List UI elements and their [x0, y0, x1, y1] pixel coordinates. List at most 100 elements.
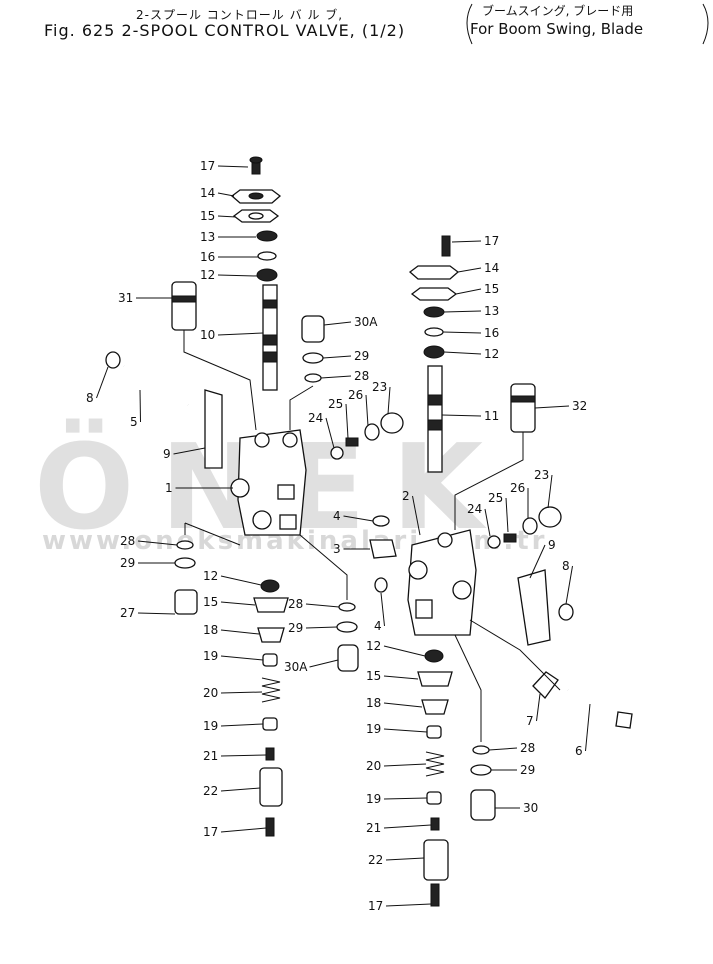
part-callout-5: 5	[130, 415, 138, 429]
part-callout-17: 17	[484, 234, 499, 248]
callout-leader-line	[220, 691, 263, 694]
part-callout-9: 9	[163, 447, 171, 461]
part-callout-7: 7	[526, 714, 534, 728]
bolt-17-top-right	[441, 235, 451, 257]
part-callout-24: 24	[308, 411, 323, 425]
callout-leader-line	[534, 405, 570, 409]
callout-leader-line	[451, 240, 482, 243]
gasket-3	[369, 539, 397, 559]
left-valve-assembly	[105, 156, 404, 837]
part-callout-20: 20	[203, 686, 218, 700]
callout-leader-line	[383, 645, 426, 657]
bolt-6-head	[615, 711, 633, 729]
port	[452, 580, 472, 600]
relief-valve-32	[510, 383, 536, 433]
callout-leader-line	[220, 575, 262, 586]
ring-28-lower	[338, 602, 356, 612]
bracket-9-left	[204, 389, 223, 469]
callout-leader-line	[529, 544, 546, 579]
bolt-21-left	[265, 747, 275, 761]
plug-30A-top	[301, 315, 325, 343]
seal-12-left	[256, 268, 278, 282]
callout-leader-line	[220, 787, 261, 792]
callout-leader-line	[383, 824, 432, 829]
spool-land	[262, 334, 278, 346]
callout-leader-line	[457, 267, 482, 273]
title-japanese: 2-スプール コントロール バ ル ブ,	[136, 8, 344, 22]
part-callout-19: 19	[366, 792, 381, 806]
callout-leader-line	[387, 386, 391, 415]
callout-leader-line	[220, 629, 260, 635]
flange-15-right-lower	[417, 671, 453, 687]
part-callout-12: 12	[366, 639, 381, 653]
part-callout-32: 32	[572, 399, 587, 413]
callout-leader-line	[380, 592, 385, 627]
spool-land	[427, 419, 443, 431]
callout-leader-line	[484, 508, 491, 537]
oring-26-right	[522, 517, 538, 535]
part-callout-8: 8	[562, 559, 570, 573]
part-callout-27: 27	[120, 606, 135, 620]
callout-leader-line	[217, 165, 249, 168]
part-callout-17: 17	[200, 159, 215, 173]
part-callout-18: 18	[203, 623, 218, 637]
callout-layer: 171415131612311030A292823262524859143428…	[86, 159, 591, 913]
callout-leader-line	[220, 754, 267, 757]
port	[282, 432, 298, 448]
part-callout-20: 20	[366, 759, 381, 773]
callout-leader-line	[585, 703, 591, 752]
part-callout-4: 4	[374, 619, 382, 633]
spring-20-left	[261, 677, 281, 703]
seal-12-right	[423, 345, 445, 359]
plate-15-right	[410, 287, 458, 301]
leader-line	[469, 619, 561, 691]
callout-leader-line	[383, 675, 419, 680]
flange-face	[277, 484, 295, 500]
callout-leader-line	[217, 274, 258, 277]
ring-16-left	[257, 251, 277, 261]
spool-land	[427, 394, 443, 406]
callout-leader-line	[383, 797, 428, 800]
part-callout-16: 16	[484, 326, 499, 340]
seal-13-right	[423, 306, 445, 318]
part-callout-24: 24	[467, 502, 482, 516]
flange-face	[415, 599, 433, 619]
part-callout-29: 29	[120, 556, 135, 570]
ring-16-right	[424, 327, 444, 337]
callout-leader-line	[325, 417, 335, 449]
part-callout-26: 26	[348, 388, 363, 402]
oring-29	[302, 352, 324, 364]
callout-leader-line	[220, 601, 256, 606]
callout-leader-line	[137, 540, 178, 546]
part-callout-30A: 30A	[284, 660, 308, 674]
part-callout-17: 17	[203, 825, 218, 839]
seat-19-right-lower	[426, 791, 442, 805]
callout-leader-line	[322, 355, 352, 359]
part-callout-3: 3	[333, 542, 341, 556]
flange-hole	[248, 192, 264, 200]
spacer-7	[532, 671, 559, 699]
bolt-head	[249, 156, 263, 164]
ball-24-right	[487, 535, 501, 549]
seat-19-left-lower	[262, 717, 278, 731]
part-callout-30A: 30A	[354, 315, 378, 329]
ball-24-left	[330, 446, 344, 460]
part-callout-12: 12	[203, 569, 218, 583]
leader-line	[454, 634, 482, 742]
part-callout-28: 28	[520, 741, 535, 755]
spool-land	[262, 299, 278, 309]
flange-face	[279, 514, 297, 530]
oring-26-left	[364, 423, 380, 441]
callout-leader-line	[547, 474, 553, 509]
leader-line	[454, 432, 524, 530]
callout-leader-line	[365, 394, 369, 427]
part-callout-19: 19	[203, 719, 218, 733]
callout-leader-line	[343, 515, 374, 522]
plug-27	[174, 589, 198, 615]
spool-11	[427, 365, 443, 473]
title-parenthesis	[466, 3, 709, 45]
part-callout-31: 31	[118, 291, 133, 305]
part-callout-19: 19	[366, 722, 381, 736]
port	[437, 532, 453, 548]
